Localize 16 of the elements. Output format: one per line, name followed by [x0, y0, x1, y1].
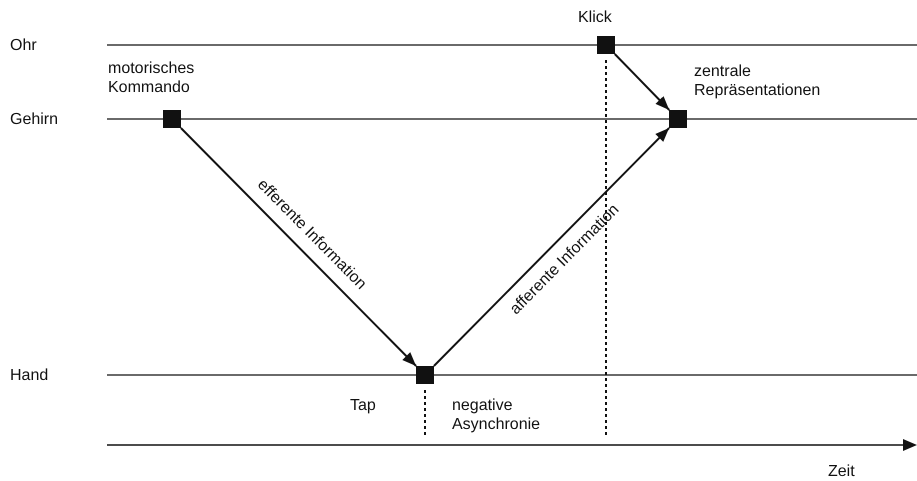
axis-label: Zeit	[828, 462, 855, 481]
arrow	[180, 127, 417, 367]
event-marker	[597, 36, 615, 54]
row-label: Gehirn	[10, 110, 58, 129]
event-marker	[163, 110, 181, 128]
event-label: motorisches Kommando	[108, 59, 196, 97]
event-label: Tap	[350, 396, 377, 415]
row-label: Hand	[10, 366, 48, 385]
event-marker	[669, 110, 687, 128]
event-label: zentrale Repräsentationen	[694, 62, 822, 100]
annotation-text: negative Asynchronie	[452, 396, 542, 434]
arrow	[433, 127, 670, 367]
event-label: Klick	[578, 8, 613, 27]
row-label: Ohr	[10, 36, 37, 55]
event-marker	[416, 366, 434, 384]
arrow	[614, 53, 670, 111]
